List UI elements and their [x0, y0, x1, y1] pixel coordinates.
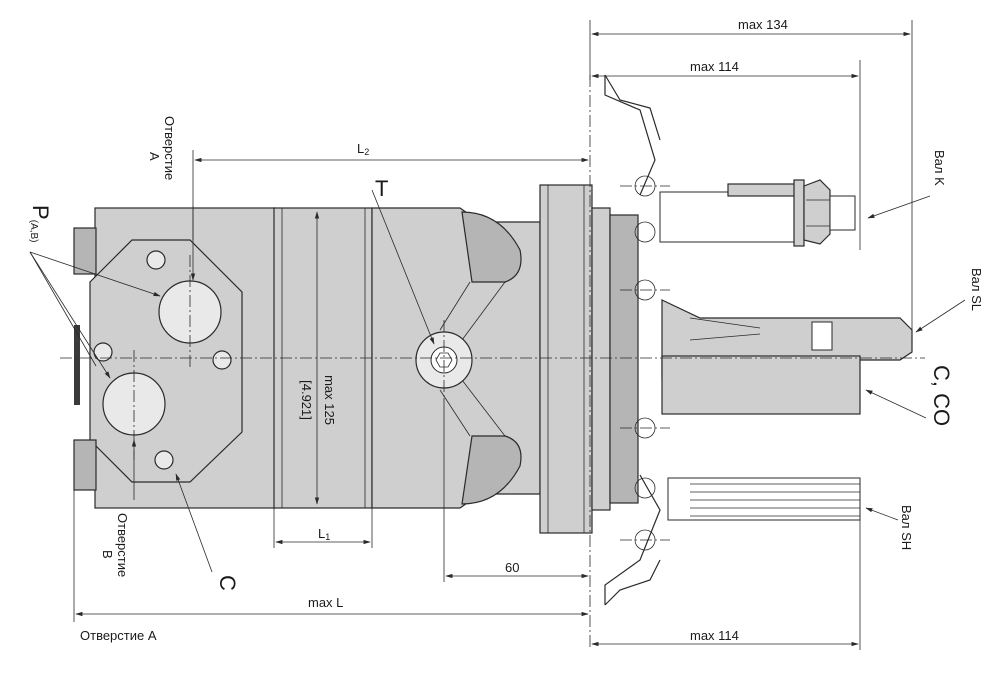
label-port-b-2: B [100, 550, 115, 559]
motor-body [94, 184, 639, 534]
plug-top [73, 227, 97, 275]
plug-bottom [73, 439, 97, 491]
shaft-sh [604, 474, 861, 605]
labels: max 134 max 114 L2 L1 max L 60 max 114 О… [28, 17, 984, 643]
label-c-left: C [215, 575, 240, 591]
label-max-114-top: max 114 [690, 59, 739, 74]
bearing-ring [609, 214, 639, 504]
label-p: P(A,B) [28, 205, 53, 242]
mounting-flange [539, 184, 593, 534]
label-shaft-sl: Вал SL [969, 268, 984, 311]
label-shaft-sh: Вал SH [899, 505, 914, 550]
label-inch: [4.921] [299, 380, 314, 420]
lower-rib [461, 435, 522, 505]
shaft-k [604, 75, 856, 247]
label-60: 60 [505, 560, 519, 575]
dimensions [73, 20, 913, 650]
label-l1: L1 [318, 526, 330, 542]
label-max-134: max 134 [738, 17, 788, 32]
label-t: T [375, 176, 388, 201]
label-max-125: max 125 [322, 375, 337, 425]
label-max-114-bottom: max 114 [690, 628, 739, 643]
label-port-b-1: Отверстие [115, 513, 130, 577]
shaft-c-co [661, 355, 861, 415]
label-port-a-bottom: Отверстие A [80, 628, 157, 643]
upper-rib [461, 211, 522, 283]
flange-ring [591, 207, 611, 511]
leaders [29, 189, 966, 573]
port-plate [73, 227, 243, 491]
label-shaft-k: Вал K [932, 150, 947, 186]
label-max-l: max L [308, 595, 343, 610]
shaft-bearing-circles [604, 74, 661, 606]
label-port-a-top-1: Отверстие [162, 116, 177, 180]
label-port-a-top-2: A [147, 152, 162, 161]
label-l2: L2 [357, 141, 369, 157]
centerlines [60, 75, 925, 650]
label-c-co: C, CO [929, 365, 954, 426]
